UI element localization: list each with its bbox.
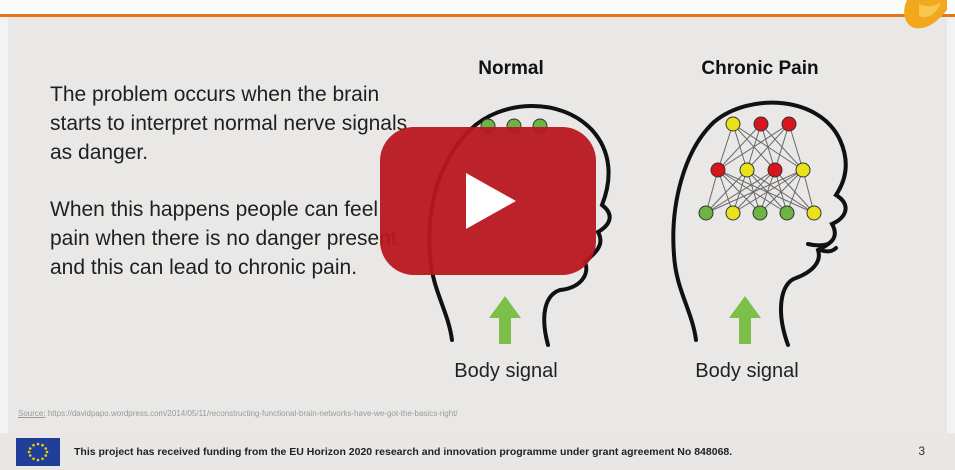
chronic-up-arrow-icon <box>729 296 761 344</box>
eu-flag-icon <box>16 438 60 466</box>
normal-title: Normal <box>478 58 544 79</box>
network-node <box>781 116 797 132</box>
paragraph-1: The problem occurs when the brain starts… <box>50 83 408 164</box>
network-node <box>806 205 822 221</box>
source-url: https://davidpapo.wordpress.com/2014/05/… <box>47 409 458 418</box>
page-number: 3 <box>918 444 925 458</box>
network-node <box>795 162 811 178</box>
network-node <box>710 162 726 178</box>
network-node <box>752 205 768 221</box>
network-node <box>779 205 795 221</box>
corner-logo-icon <box>904 0 947 29</box>
network-node <box>739 162 755 178</box>
source-citation: Source: https://davidpapo.wordpress.com/… <box>18 409 458 418</box>
chronic-head-outline <box>671 100 848 347</box>
funding-statement: This project has received funding from t… <box>74 446 733 458</box>
network-node <box>753 116 769 132</box>
normal-up-arrow-icon <box>489 296 521 344</box>
chronic-title: Chronic Pain <box>701 58 819 79</box>
normal-signal-label: Body signal <box>454 360 558 382</box>
network-node <box>725 116 741 132</box>
paragraph-2: When this happens people can feel pain w… <box>50 198 397 279</box>
network-node <box>698 205 714 221</box>
network-node <box>725 205 741 221</box>
slide-footer <box>0 433 955 470</box>
youtube-play-icon[interactable] <box>380 127 596 275</box>
chronic-network-nodes <box>698 116 822 221</box>
slide-text: The problem occurs when the brain starts… <box>50 80 410 310</box>
accent-line <box>0 14 955 17</box>
network-node <box>767 162 783 178</box>
top-strip <box>0 0 955 14</box>
source-label: Source: <box>18 409 46 418</box>
chronic-signal-label: Body signal <box>695 360 799 382</box>
